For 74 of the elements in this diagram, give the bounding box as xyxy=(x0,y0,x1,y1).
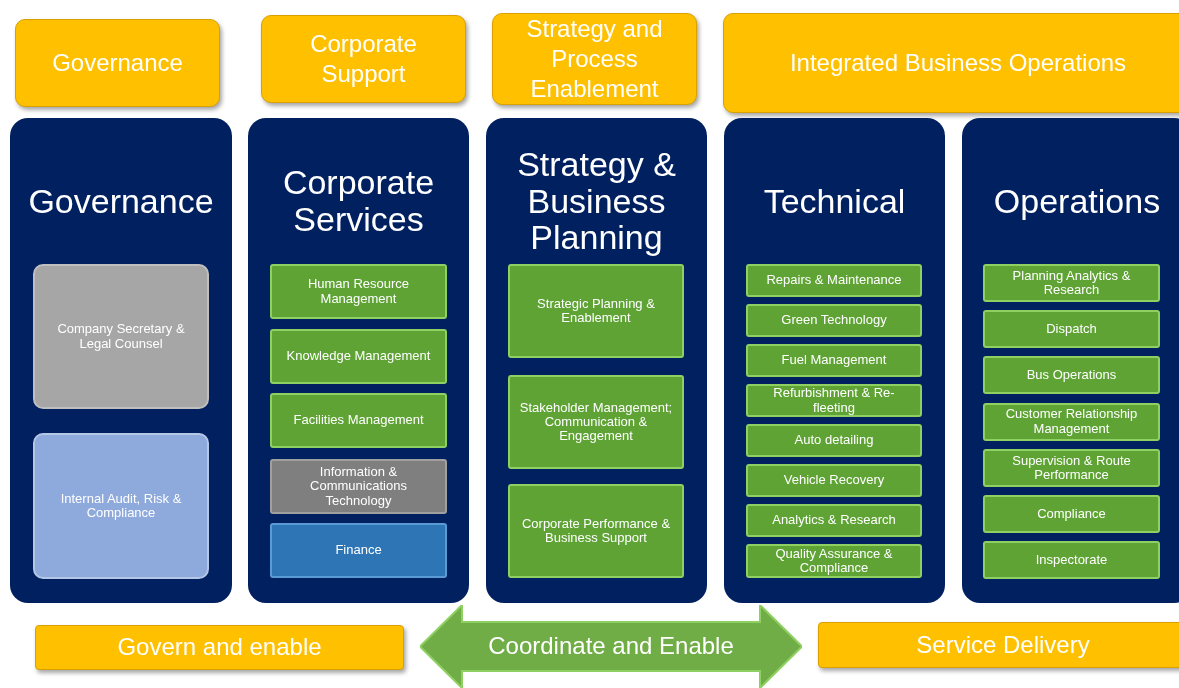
heading-text: Integrated Business Operations xyxy=(788,48,1128,78)
function-box xyxy=(508,375,684,469)
heading-text: Coordinate and Enable xyxy=(487,633,735,660)
function-box xyxy=(746,464,922,497)
heading-box xyxy=(261,15,466,103)
column-panel xyxy=(486,118,707,603)
double-arrow-shape xyxy=(420,605,802,688)
function-label: Compliance xyxy=(1036,506,1107,522)
column-title: Governance xyxy=(27,180,215,222)
function-box xyxy=(270,393,447,448)
function-box xyxy=(746,304,922,337)
function-box xyxy=(270,523,447,578)
function-label: Corporate Performance & Business Support xyxy=(520,516,672,546)
function-label: Strategic Planning & Enablement xyxy=(536,296,656,326)
function-box xyxy=(983,495,1160,533)
function-label: Analytics & Research xyxy=(771,513,897,528)
column-panel xyxy=(248,118,469,603)
column-panel xyxy=(724,118,945,603)
function-label: Quality Assurance & Compliance xyxy=(774,546,894,576)
function-label: Company Secretary & Legal Counsel xyxy=(56,322,186,351)
column-panel xyxy=(10,118,232,603)
heading-text: Strategy and Process Enablement xyxy=(525,14,664,104)
function-label: Bus Operations xyxy=(1025,368,1118,383)
banner-box xyxy=(818,622,1179,668)
banner-box xyxy=(35,625,404,670)
function-box xyxy=(746,264,922,297)
function-box xyxy=(508,484,684,578)
function-label: Inspectorate xyxy=(1034,553,1109,568)
function-box xyxy=(983,402,1160,441)
function-box xyxy=(508,264,684,358)
function-box xyxy=(270,264,447,319)
function-box xyxy=(983,448,1160,487)
column-panel xyxy=(962,118,1179,603)
function-label: Green Technology xyxy=(780,313,888,328)
column-title: Strategy & Business Planning xyxy=(516,143,677,259)
function-label: Knowledge Management xyxy=(285,349,432,364)
function-box xyxy=(746,544,922,578)
heading-text: Corporate Support xyxy=(309,29,418,89)
function-box xyxy=(746,424,922,457)
function-box xyxy=(746,504,922,537)
function-box xyxy=(983,541,1160,580)
function-box xyxy=(983,310,1160,349)
function-label: Human Resource Management xyxy=(306,277,411,306)
heading-box xyxy=(15,19,220,107)
heading-text: Governance xyxy=(51,48,184,78)
function-box xyxy=(983,264,1160,302)
heading-box xyxy=(492,13,697,105)
function-label: Repairs & Maintenance xyxy=(765,273,903,288)
heading-text: Govern and enable xyxy=(116,634,323,661)
function-label: Finance xyxy=(334,543,383,558)
function-label: Facilities Management xyxy=(292,413,425,428)
heading-text: Service Delivery xyxy=(915,631,1091,659)
function-box xyxy=(270,329,447,384)
function-box xyxy=(746,384,922,417)
function-box xyxy=(746,344,922,377)
function-label: Auto detailing xyxy=(793,433,875,448)
function-box xyxy=(270,459,447,514)
function-label: Supervision & Route Performance xyxy=(1011,453,1132,483)
column-title: Technical xyxy=(762,180,907,222)
function-box xyxy=(33,433,209,579)
function-label: Dispatch xyxy=(1045,322,1098,337)
column-title: Operations xyxy=(992,180,1162,222)
function-label: Vehicle Recovery xyxy=(782,473,886,488)
function-label: Stakeholder Management; Communication & Engagement xyxy=(518,400,674,444)
function-label: Fuel Management xyxy=(780,353,888,368)
function-label: Planning Analytics & Research xyxy=(1011,268,1132,298)
column-title: Corporate Services xyxy=(281,162,436,240)
function-label: Internal Audit, Risk & Compliance xyxy=(59,491,183,521)
heading-box xyxy=(723,13,1179,113)
function-box xyxy=(983,356,1160,395)
function-label: Information & Communications Technology xyxy=(309,465,408,508)
function-label: Customer Relationship Management xyxy=(1004,407,1139,436)
function-box xyxy=(33,264,209,409)
function-label: Refurbishment & Re-fleeting xyxy=(772,386,896,415)
